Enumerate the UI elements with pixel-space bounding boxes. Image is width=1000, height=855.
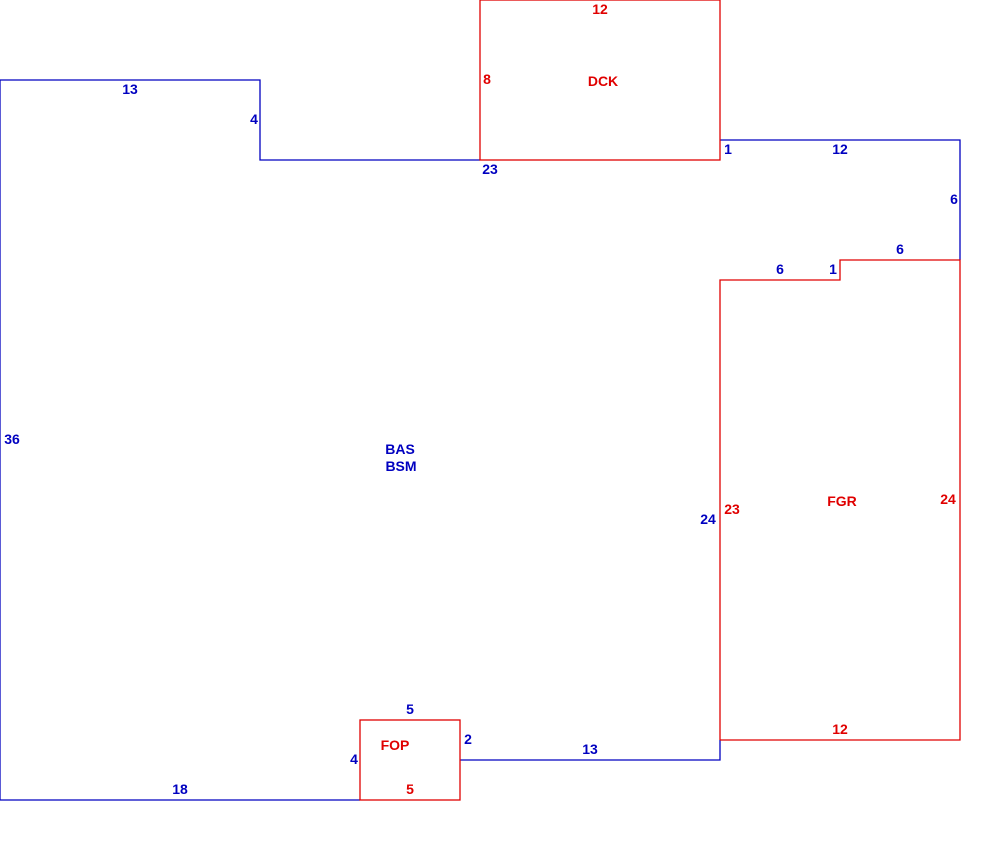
bas-outline-left bbox=[0, 80, 360, 801]
dim-left-step: 4 bbox=[250, 111, 258, 127]
dim-garage-top-right: 6 bbox=[896, 241, 904, 257]
dck-dim-top: 12 bbox=[592, 1, 608, 17]
dck-area bbox=[479, 0, 721, 161]
fgr-dim-left: 23 bbox=[724, 501, 740, 517]
main-dimension-labels: 13 4 23 1 12 6 6 1 6 24 13 2 5 4 18 36 bbox=[4, 81, 958, 797]
bas-label: BAS bbox=[385, 441, 415, 457]
fgr-dim-right: 24 bbox=[940, 491, 956, 507]
bas-outline-bottom bbox=[460, 740, 721, 761]
fop-outline bbox=[359, 719, 461, 801]
dim-top-left: 13 bbox=[122, 81, 138, 97]
dim-garage-top-left: 6 bbox=[776, 261, 784, 277]
fop-dim-bottom: 5 bbox=[406, 781, 414, 797]
dim-porch-jog: 2 bbox=[464, 731, 472, 747]
dim-top-middle: 23 bbox=[482, 161, 498, 177]
bas-bsm-area bbox=[0, 79, 961, 801]
dim-left-side: 36 bbox=[4, 431, 20, 447]
bsm-label: BSM bbox=[385, 458, 416, 474]
fgr-label: FGR bbox=[827, 493, 857, 509]
dck-label: DCK bbox=[588, 73, 618, 89]
dim-garage-notch: 1 bbox=[829, 261, 837, 277]
fgr-area bbox=[719, 259, 961, 741]
fgr-dim-bottom: 12 bbox=[832, 721, 848, 737]
fgr-outline bbox=[719, 259, 961, 741]
fop-label: FOP bbox=[381, 737, 410, 753]
sub-area-labels: 12 8 DCK 23 24 12 FGR 5 FOP bbox=[381, 1, 956, 797]
fop-area bbox=[359, 719, 461, 801]
dim-bottom-left: 18 bbox=[172, 781, 188, 797]
bas-outline bbox=[0, 79, 480, 161]
dck-outline bbox=[479, 0, 721, 161]
main-area-labels: BAS BSM bbox=[385, 441, 416, 474]
dim-top-right: 12 bbox=[832, 141, 848, 157]
dim-bottom-right: 13 bbox=[582, 741, 598, 757]
dck-dim-left: 8 bbox=[483, 71, 491, 87]
dim-right-upper: 6 bbox=[950, 191, 958, 207]
dim-porch-left: 4 bbox=[350, 751, 358, 767]
dim-garage-side: 24 bbox=[700, 511, 716, 527]
bas-outline-right bbox=[720, 139, 961, 260]
dim-right-jog: 1 bbox=[724, 141, 732, 157]
dim-porch-top: 5 bbox=[406, 701, 414, 717]
